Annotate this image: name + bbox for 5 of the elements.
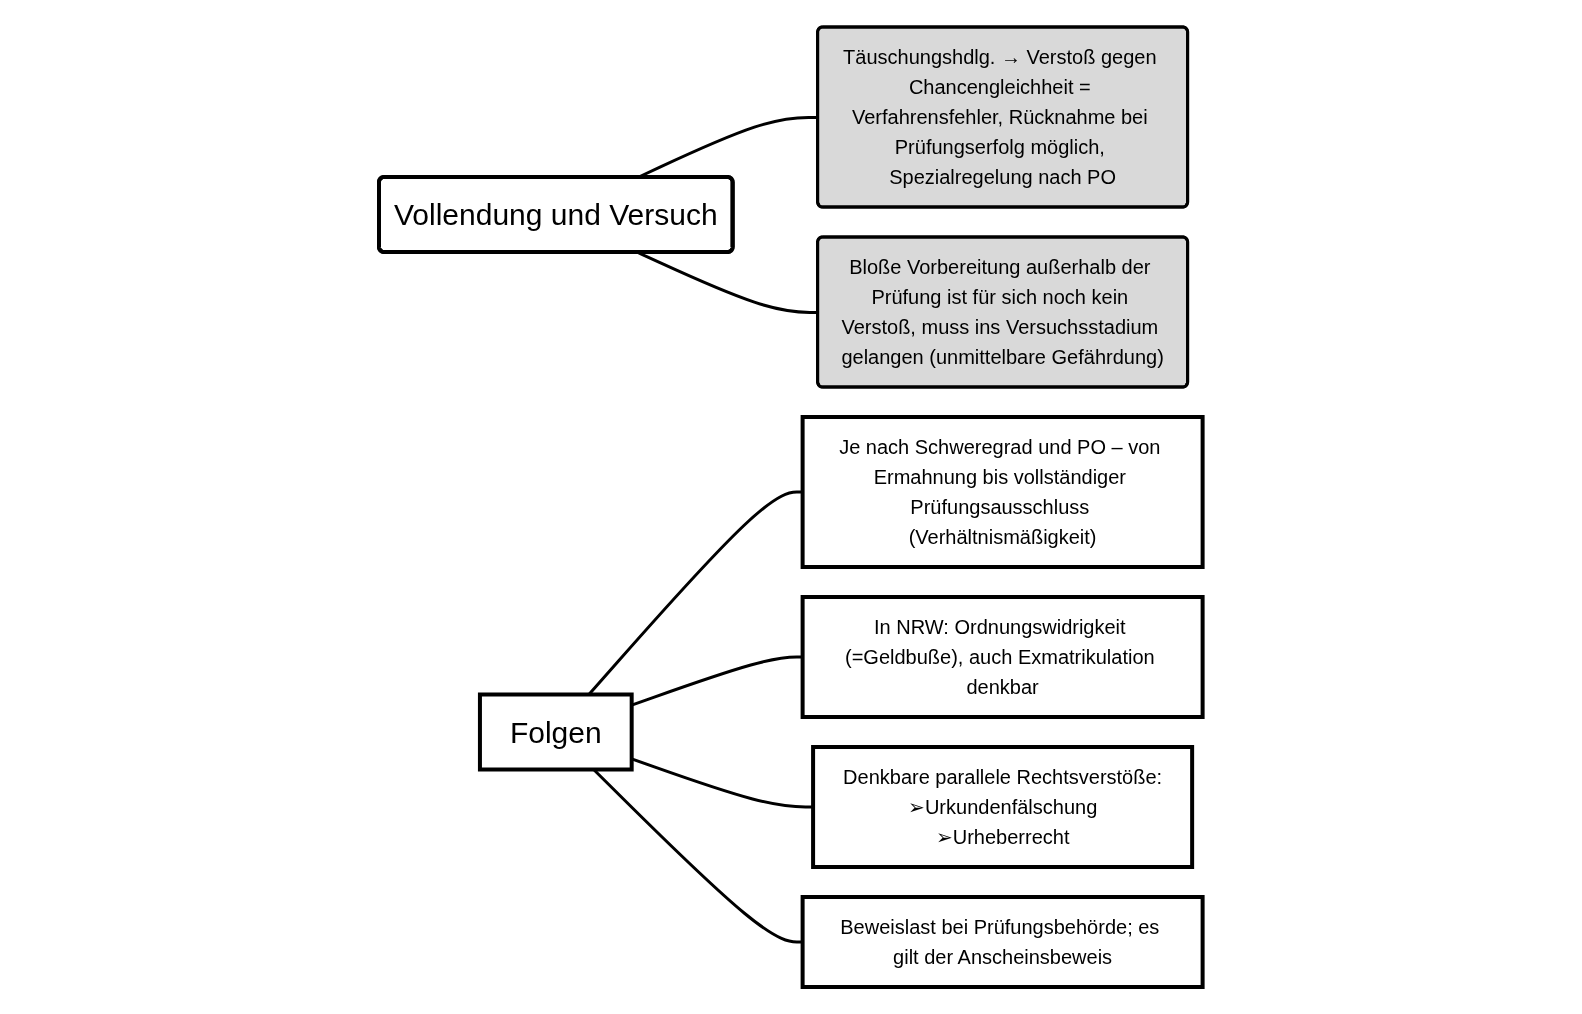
node-box: Beweislast bei Prüfungsbehörde; es gilt der Anscheinsbeweis — [800, 895, 1205, 989]
node-box: Folgen — [478, 692, 634, 772]
node-box: In NRW: Ordnungswidrigkeit (=Geldbuße), auch Exmatrikulation denkbar — [800, 595, 1205, 719]
node-box: Denkbare parallele Rechtsverstöße: ➢Urkundenfälschung ➢Urheberrecht — [811, 745, 1195, 869]
node-box: Je nach Schweregrad und PO – von Ermahnung bis vollständiger Prüfungsausschluss (Verhältnismäßigkeit) — [800, 415, 1205, 569]
